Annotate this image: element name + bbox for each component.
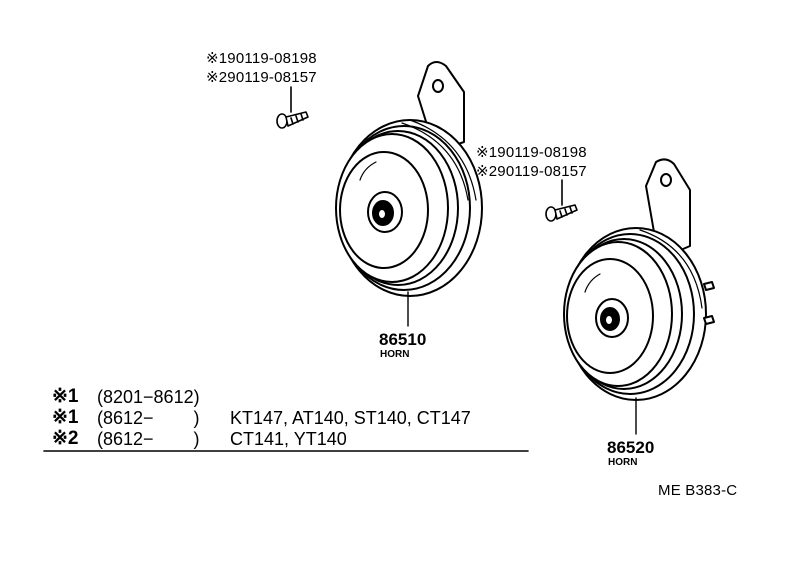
horn-86520-number: 86520 bbox=[607, 438, 655, 457]
note-3-mark: ※2 bbox=[52, 428, 79, 449]
note-1-range: (8201−8612) bbox=[97, 387, 200, 407]
horn-86510-number: 86510 bbox=[379, 330, 427, 349]
figure-code: ME B383-C bbox=[658, 482, 738, 499]
screw-1-part-number-2: ※290119-08157 bbox=[206, 69, 317, 86]
note-2-range: (8612− ) bbox=[97, 408, 200, 428]
screw-1 bbox=[276, 86, 309, 129]
note-3-models: CT141, YT140 bbox=[230, 429, 347, 449]
horn-86520-name: HORN bbox=[608, 457, 638, 468]
horn-86510-drawing bbox=[335, 61, 483, 327]
horn-86510-name: HORN bbox=[380, 349, 410, 360]
note-1-mark: ※1 bbox=[52, 386, 79, 407]
screw-2-part-number-1: ※190119-08198 bbox=[476, 144, 587, 161]
note-2-models: KT147, AT140, ST140, CT147 bbox=[230, 408, 471, 428]
screw-2 bbox=[545, 179, 578, 222]
screw-1-part-number-1: ※190119-08198 bbox=[206, 50, 317, 67]
note-3-range: (8612− ) bbox=[97, 429, 200, 449]
screw-2-part-number-2: ※290119-08157 bbox=[476, 163, 587, 180]
note-2-mark: ※1 bbox=[52, 407, 79, 428]
horn-86520-drawing bbox=[563, 158, 715, 435]
